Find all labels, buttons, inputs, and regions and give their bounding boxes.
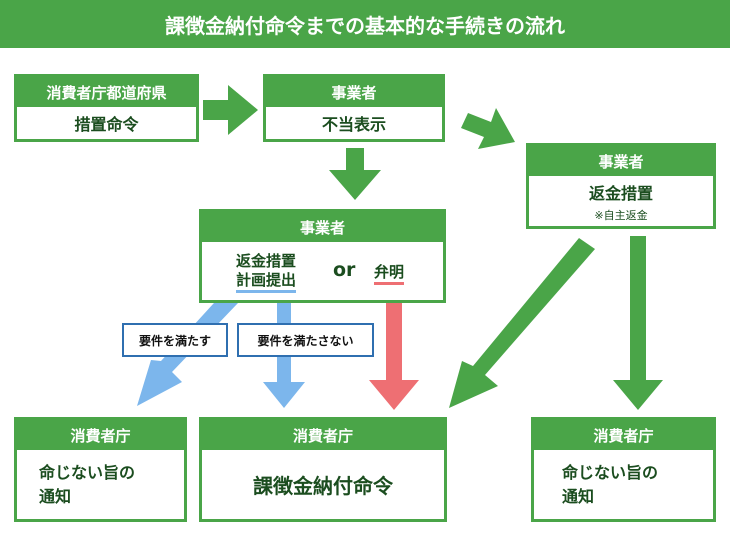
business-right-header: 事業者: [529, 146, 713, 176]
caa-center-header: 消費者庁: [202, 420, 444, 450]
arrow-business-to-refund: [461, 108, 515, 149]
arrow-refund-to-no-order: [613, 236, 663, 410]
caa-right-line1: 命じない旨の: [562, 462, 659, 482]
prefecture-box: 消費者庁都道府県 措置命令: [14, 74, 199, 142]
caa-left-line2: 通知: [39, 486, 72, 506]
business-top-body: 不当表示: [321, 115, 386, 134]
caa-right-line2: 通知: [562, 486, 595, 506]
caa-box-right: 消費者庁 命じない旨の 通知: [531, 417, 716, 522]
voluntary-refund-note: ※自主返金: [594, 208, 648, 222]
condition-meets: 要件を満たす: [122, 323, 228, 357]
arrow-prefecture-to-business: [203, 85, 258, 135]
business-box-middle: 事業者 返金措置 計画提出 or 弁明: [199, 209, 446, 303]
caa-right-body: 命じない旨の 通知: [534, 450, 713, 519]
condition-not-meets: 要件を満たさない: [237, 323, 374, 357]
caa-left-line1: 命じない旨の: [39, 462, 136, 482]
business-right-body: 返金措置 ※自主返金: [529, 176, 713, 226]
page-title: 課徴金納付命令までの基本的な手続きの流れ: [0, 0, 730, 48]
business-middle-header: 事業者: [202, 212, 443, 242]
arrow-refund-to-order: [449, 238, 595, 408]
arrow-defense-to-order: [369, 290, 419, 410]
or-label: or: [333, 259, 356, 281]
caa-box-left: 消費者庁 命じない旨の 通知: [14, 417, 187, 522]
caa-right-header: 消費者庁: [534, 420, 713, 450]
prefecture-body: 措置命令: [74, 115, 139, 134]
defense-label: 弁明: [374, 261, 405, 285]
business-box-right: 事業者 返金措置 ※自主返金: [526, 143, 716, 229]
refund-plan-label: 返金措置 計画提出: [236, 252, 297, 293]
caa-left-body: 命じない旨の 通知: [17, 450, 184, 519]
refund-measure-label: 返金措置: [588, 183, 653, 203]
caa-box-center: 消費者庁 課徴金納付命令: [199, 417, 447, 522]
caa-center-body: 課徴金納付命令: [253, 474, 393, 498]
prefecture-header: 消費者庁都道府県: [17, 77, 196, 107]
business-box-top: 事業者 不当表示: [263, 74, 445, 142]
refund-plan-line2: 計画提出: [236, 271, 297, 293]
refund-plan-line1: 返金措置: [236, 252, 297, 270]
caa-left-header: 消費者庁: [17, 420, 184, 450]
business-middle-body: 返金措置 計画提出 or 弁明: [202, 242, 443, 300]
arrow-business-to-middle: [329, 148, 381, 200]
business-top-header: 事業者: [266, 77, 442, 107]
